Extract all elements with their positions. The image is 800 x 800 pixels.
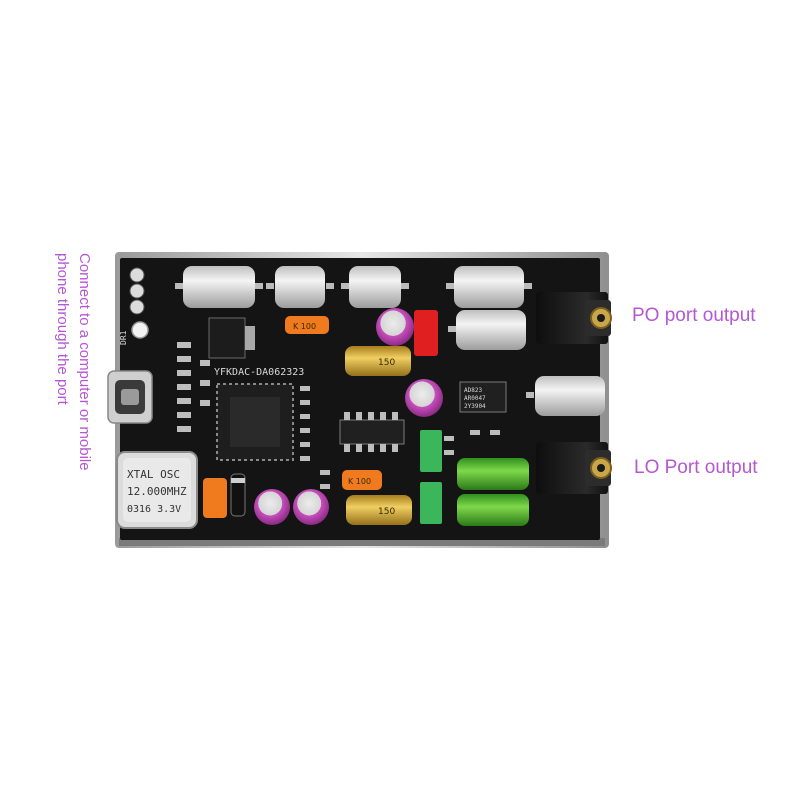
- smd-resistor-array-center: [300, 386, 500, 489]
- smd-resistor-array-left: [177, 342, 210, 432]
- diode: [230, 473, 246, 517]
- electrolytic-cap-gold-1: 150: [345, 346, 411, 376]
- film-capacitor-3-code: K 100: [348, 477, 371, 486]
- po-port-output-label: PO port output: [632, 305, 756, 326]
- film-capacitor-1-code: K 100: [293, 322, 316, 331]
- electrolytic-cap-gold-2: 150: [346, 495, 412, 525]
- film-capacitor-2: [203, 478, 227, 518]
- electrolytic-cap-purple-3: [254, 489, 290, 525]
- electrolytic-cap-purple-2: [405, 379, 443, 417]
- po-headphone-jack: [536, 292, 612, 344]
- crystal-oscillator: XTAL OSC 12.000MHZ 0316 3.3V: [116, 451, 198, 529]
- led-silkscreen: DR1: [119, 330, 128, 345]
- lo-port-output-label: LO Port output: [634, 457, 758, 478]
- usb-connect-label-line1: Connect to a computer or mobile: [76, 253, 93, 471]
- green-component-2: [420, 482, 442, 524]
- opamp-ic-2: AD823 AR0047 2Y3904: [459, 381, 507, 413]
- polymer-capacitor-3: [341, 266, 409, 308]
- usb-connect-label-line2: phone through the port: [54, 253, 71, 405]
- electrolytic-cap-purple-4: [293, 489, 329, 525]
- opamp-marking-line2: AR0047: [464, 395, 486, 402]
- usb-audio-ic: [216, 383, 294, 461]
- chassis-shadow: [119, 538, 605, 546]
- electrolytic-cap-green-2: [457, 494, 529, 526]
- electrolytic-cap-purple-1: [376, 308, 414, 346]
- polymer-capacitor-6: [526, 376, 605, 416]
- green-component-1: [420, 430, 442, 472]
- oscillator-line1: XTAL OSC: [127, 468, 180, 481]
- oscillator-line2: 12.000MHZ: [127, 485, 187, 498]
- voltage-regulator: [208, 317, 255, 359]
- gold-cap-1-code: 150: [378, 358, 395, 368]
- polymer-capacitor-2: [266, 266, 334, 308]
- gold-cap-2-code: 150: [378, 507, 395, 517]
- film-capacitor-1: K 100: [285, 316, 329, 334]
- oscillator-line3: 0316 3.3V: [127, 504, 181, 515]
- pin-header: [129, 267, 145, 315]
- opamp-marking-line1: AD823: [464, 387, 482, 394]
- polymer-capacitor-4: [446, 266, 532, 308]
- polymer-capacitor-5: [448, 310, 526, 350]
- status-led: [131, 321, 149, 339]
- opamp-marking-line3: 2Y3904: [464, 403, 486, 410]
- lo-headphone-jack: [536, 442, 612, 494]
- usb-c-port: [107, 370, 153, 424]
- board-model-silkscreen: YFKDAC-DA062323: [214, 367, 304, 378]
- usb-connect-label: Connect to a computer or mobile phone th…: [51, 253, 95, 553]
- polymer-capacitor-1: [175, 266, 263, 308]
- film-capacitor-3: K 100: [342, 470, 382, 490]
- red-box-capacitor: [414, 310, 438, 356]
- opamp-ic-1: [339, 412, 405, 452]
- electrolytic-cap-green-1: [457, 458, 529, 490]
